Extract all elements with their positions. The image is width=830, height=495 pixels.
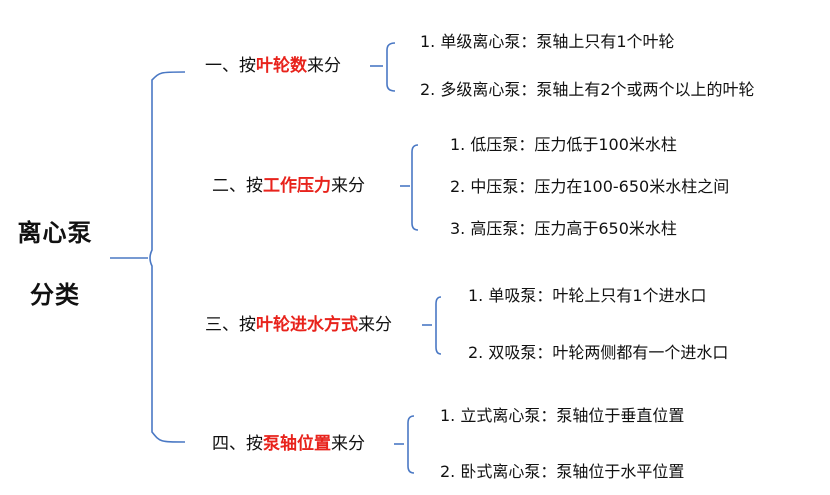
category-3-highlight: 叶轮进水方式 xyxy=(256,315,358,335)
category-4-item-2: 2. 卧式离心泵：泵轴位于水平位置 xyxy=(440,462,685,481)
category-1-item-1: 1. 单级离心泵：泵轴上只有1个叶轮 xyxy=(420,32,675,51)
category-3-prefix: 三、按 xyxy=(205,315,256,335)
category-4-highlight: 泵轴位置 xyxy=(263,434,331,454)
category-4-item-1: 1. 立式离心泵：泵轴位于垂直位置 xyxy=(440,406,685,425)
cat1-bracket xyxy=(386,42,396,92)
category-1-prefix: 一、按 xyxy=(205,56,256,76)
category-2-item-2: 2. 中压泵：压力在100-650米水柱之间 xyxy=(450,177,730,196)
category-3: 三、按叶轮进水方式来分 xyxy=(205,315,392,335)
category-2-item-1: 1. 低压泵：压力低于100米水柱 xyxy=(450,135,677,154)
category-4-prefix: 四、按 xyxy=(212,434,263,454)
category-1-highlight: 叶轮数 xyxy=(256,56,307,76)
category-4-suffix: 来分 xyxy=(331,434,365,454)
category-2-prefix: 二、按 xyxy=(212,176,263,196)
category-1: 一、按叶轮数来分 xyxy=(205,56,341,76)
category-2-item-3: 3. 高压泵：压力高于650米水柱 xyxy=(450,219,677,238)
root-title-line2: 分类 xyxy=(30,281,80,309)
category-2-suffix: 来分 xyxy=(331,176,365,196)
cat4-bracket xyxy=(407,415,415,474)
category-3-suffix: 来分 xyxy=(358,315,392,335)
cat2-bracket xyxy=(411,144,419,231)
category-2: 二、按工作压力来分 xyxy=(212,176,365,196)
root-brace xyxy=(149,71,186,443)
category-4: 四、按泵轴位置来分 xyxy=(212,434,365,454)
category-1-suffix: 来分 xyxy=(307,56,341,76)
category-1-item-2: 2. 多级离心泵：泵轴上有2个或两个以上的叶轮 xyxy=(420,80,755,99)
category-3-item-1: 1. 单吸泵：叶轮上只有1个进水口 xyxy=(468,286,707,305)
category-3-item-2: 2. 双吸泵：叶轮两侧都有一个进水口 xyxy=(468,343,729,362)
category-2-highlight: 工作压力 xyxy=(263,176,331,196)
cat3-bracket xyxy=(435,296,442,355)
root-title-line1: 离心泵 xyxy=(17,219,93,247)
